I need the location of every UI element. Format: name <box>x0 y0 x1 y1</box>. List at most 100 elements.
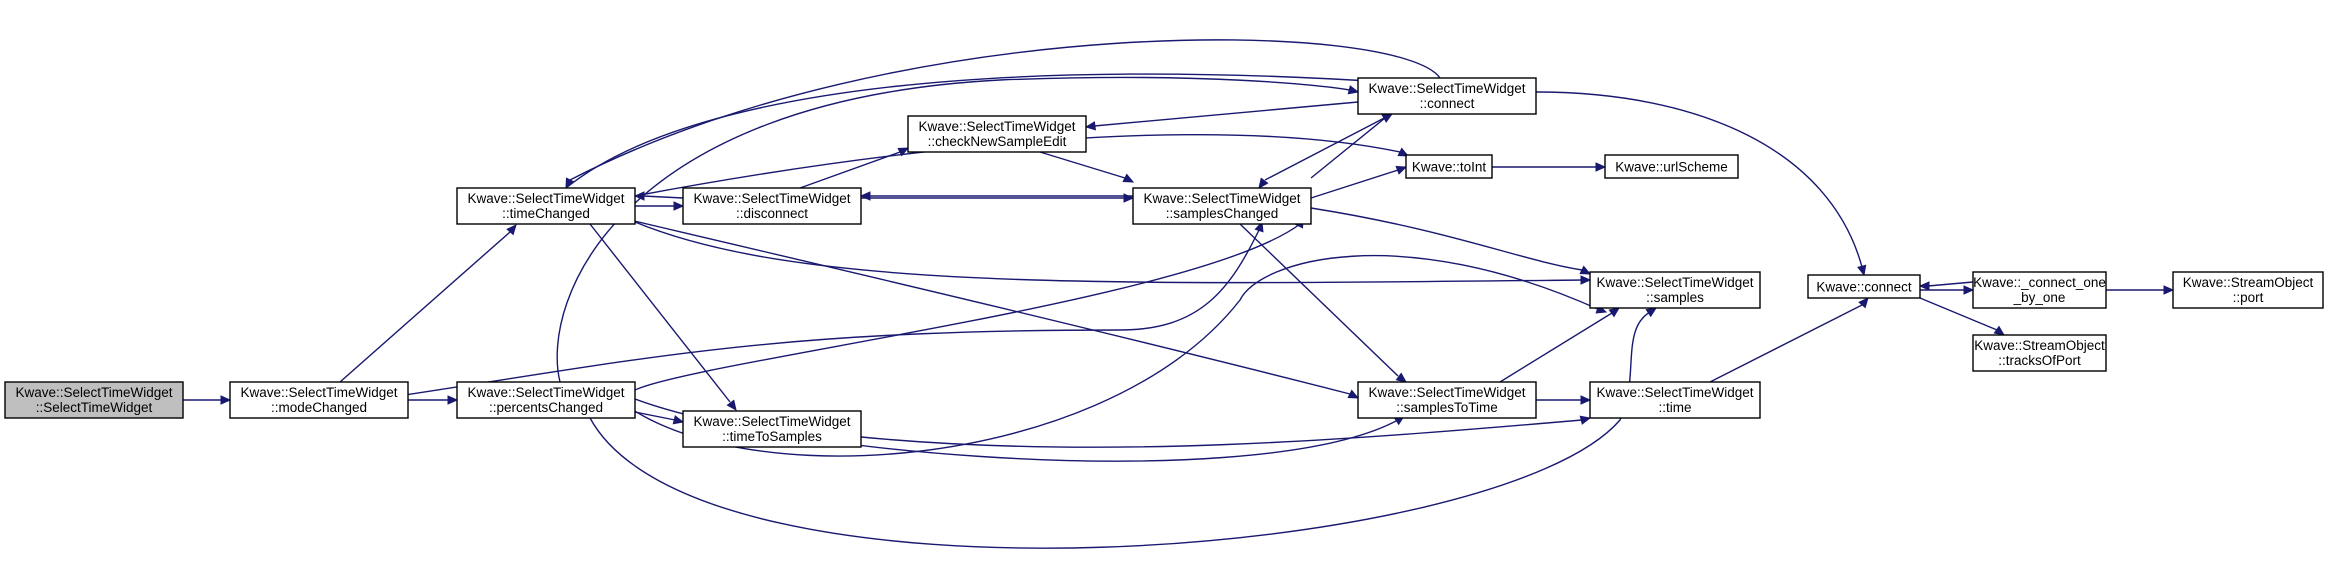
node-url-scheme[interactable]: Kwave::urlScheme <box>1604 154 1739 179</box>
edge-arrowhead <box>1579 265 1592 275</box>
node-mode-changed[interactable]: Kwave::SelectTimeWidget::modeChanged <box>229 381 409 419</box>
edge-line <box>1927 281 1974 287</box>
node-label-line: Kwave::SelectTimeWidget <box>467 191 624 206</box>
edge-line <box>1310 207 1583 271</box>
edge-line <box>556 76 1351 383</box>
edge-arrowhead <box>633 191 645 201</box>
edge-arrowhead <box>1579 415 1592 425</box>
node-label-line: Kwave::_connect_one <box>1973 275 2106 290</box>
node-label-line: Kwave::urlScheme <box>1615 160 1728 175</box>
node-label-line: ::timeChanged <box>502 206 590 221</box>
node-box <box>229 381 409 419</box>
edge-arrowhead <box>859 191 871 201</box>
edge-arrowhead <box>1858 297 1869 309</box>
node-label-line: Kwave::SelectTimeWidget <box>467 385 624 400</box>
edge-arrowhead <box>1918 281 1930 291</box>
node-disconnect[interactable]: Kwave::SelectTimeWidget::disconnect <box>682 187 862 225</box>
node-label-line: ::samplesChanged <box>1166 206 1279 221</box>
node-label-line: _by_one <box>2013 290 2066 305</box>
node-box <box>1405 154 1493 179</box>
edge-line <box>599 381 1399 462</box>
nodes-layer: Kwave::SelectTimeWidget::SelectTimeWidge… <box>4 77 2324 448</box>
edge-line <box>634 223 1301 391</box>
node-connect-one-by-one[interactable]: Kwave::_connect_one_by_one <box>1972 271 2107 309</box>
node-label-line: Kwave::SelectTimeWidget <box>1368 385 1525 400</box>
node-box <box>1589 271 1761 309</box>
edge-arrowhead <box>1608 307 1621 318</box>
edge-line <box>799 151 901 189</box>
node-box <box>1589 381 1761 419</box>
node-label-line: ::samplesToTime <box>1396 400 1498 415</box>
node-time-changed[interactable]: Kwave::SelectTimeWidget::timeChanged <box>456 187 636 225</box>
node-connect[interactable]: Kwave::connect <box>1807 274 1921 299</box>
edge-line <box>1919 297 1998 331</box>
node-label-line: ::modeChanged <box>271 400 367 415</box>
edge-line <box>1499 312 1613 383</box>
edge-arrowhead <box>1595 162 1607 172</box>
edge-arrowhead <box>1258 177 1269 189</box>
edge-line <box>642 195 684 199</box>
node-box <box>456 187 636 225</box>
edge-line <box>371 227 1261 401</box>
edge-arrowhead <box>1580 395 1592 405</box>
node-connect-w[interactable]: Kwave::SelectTimeWidget::connect <box>1357 77 1537 115</box>
node-label-line: Kwave::SelectTimeWidget <box>918 119 1075 134</box>
edge-arrowhead <box>1857 264 1867 277</box>
edge-line <box>569 39 1441 181</box>
edge-arrowhead <box>672 415 685 425</box>
node-box <box>1604 154 1739 179</box>
edge-line <box>565 73 1386 189</box>
node-box <box>682 187 862 225</box>
edge-arrowhead <box>897 147 910 157</box>
node-check-new-sample-edit[interactable]: Kwave::SelectTimeWidget::checkNewSampleE… <box>907 115 1087 153</box>
node-label-line: ::checkNewSampleEdit <box>928 134 1067 149</box>
node-label-line: ::SelectTimeWidget <box>36 400 153 415</box>
node-label-line: Kwave::SelectTimeWidget <box>1596 385 1753 400</box>
edge-line <box>589 311 1651 549</box>
node-port[interactable]: Kwave::StreamObject::port <box>2172 271 2324 309</box>
edge-arrowhead <box>1397 147 1410 157</box>
node-label-line: Kwave::SelectTimeWidget <box>240 385 397 400</box>
edge-arrowhead <box>673 201 685 211</box>
node-label-line: Kwave::SelectTimeWidget <box>15 385 172 400</box>
node-time[interactable]: Kwave::SelectTimeWidget::time <box>1589 381 1761 419</box>
node-label-line: ::timeToSamples <box>722 429 822 444</box>
node-label-line: ::samples <box>1646 290 1704 305</box>
node-box <box>2172 271 2324 309</box>
node-box <box>456 381 636 419</box>
edge-line <box>634 411 676 421</box>
edge-line <box>1239 223 1399 377</box>
edge-line <box>1709 304 1863 383</box>
node-label-line: Kwave::StreamObject <box>2183 275 2314 290</box>
edge-arrowhead <box>1395 372 1407 383</box>
edge-arrowhead <box>506 224 517 236</box>
node-samples[interactable]: Kwave::SelectTimeWidget::samples <box>1589 271 1761 309</box>
node-label-line: ::percentsChanged <box>489 400 603 415</box>
node-samples-changed[interactable]: Kwave::SelectTimeWidget::samplesChanged <box>1132 187 1312 225</box>
node-to-int[interactable]: Kwave::toInt <box>1405 154 1493 179</box>
edge-arrowhead <box>1963 285 1975 295</box>
edge-line <box>629 219 1351 395</box>
node-percents-changed[interactable]: Kwave::SelectTimeWidget::percentsChanged <box>456 381 636 419</box>
edge-line <box>1310 169 1399 199</box>
edge-arrowhead <box>1347 85 1360 95</box>
node-box <box>1132 187 1312 225</box>
edge-line <box>1093 101 1359 127</box>
edge-arrowhead <box>1580 275 1592 285</box>
edge-arrowhead <box>1347 389 1360 399</box>
edge-line <box>589 223 731 403</box>
node-label-line: Kwave::SelectTimeWidget <box>1143 191 1300 206</box>
edge-line <box>339 231 511 383</box>
edge-line <box>1310 117 1386 179</box>
node-box <box>1357 77 1537 115</box>
edge-line <box>1039 151 1126 179</box>
node-time-to-samples[interactable]: Kwave::SelectTimeWidget::timeToSamples <box>682 410 862 448</box>
node-ctor[interactable]: Kwave::SelectTimeWidget::SelectTimeWidge… <box>4 381 184 419</box>
edge-arrowhead <box>726 399 737 411</box>
node-samples-to-time[interactable]: Kwave::SelectTimeWidget::samplesToTime <box>1357 381 1537 419</box>
edge-line <box>1535 91 1863 268</box>
edge-line <box>1264 113 1393 181</box>
node-box <box>907 115 1087 153</box>
node-tracks-of-port[interactable]: Kwave::StreamObject::tracksOfPort <box>1972 334 2107 372</box>
